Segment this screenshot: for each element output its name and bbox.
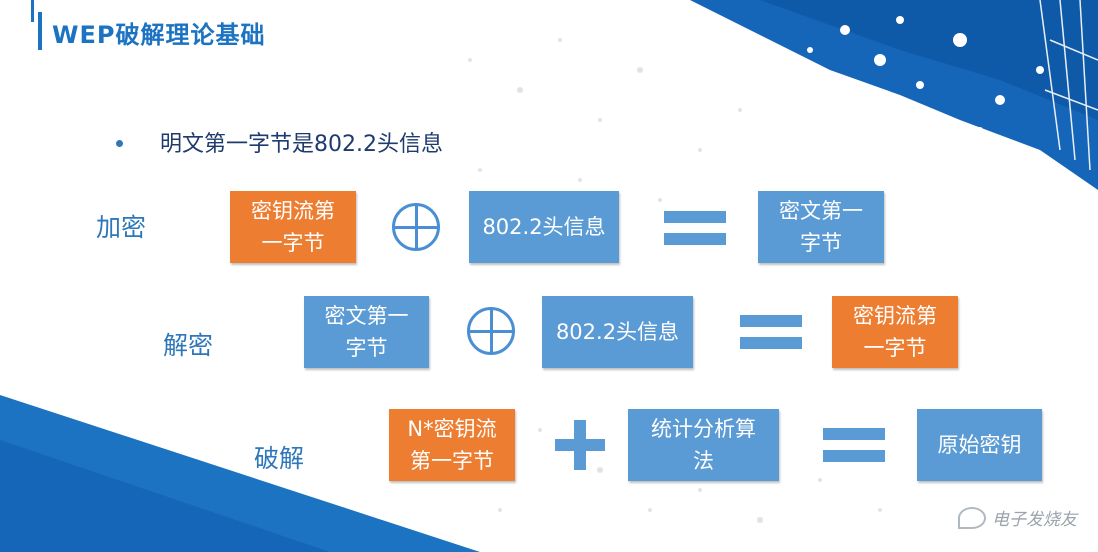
title-accent-bar <box>38 12 42 50</box>
plus-icon <box>555 420 605 470</box>
box-line: 密文第一 <box>779 199 863 223</box>
box-line: N*密钥流 <box>407 417 497 441</box>
box-line: 密钥流第 <box>853 304 937 328</box>
decrypt-ciphertext-box: 密文第一字节 <box>304 296 429 368</box>
crack-result-box: 原始密钥 <box>917 409 1042 481</box>
watermark-text: 电子发烧友 <box>992 510 1077 530</box>
crack-keystream-box: N*密钥流第一字节 <box>389 409 515 481</box>
box-line: 第一字节 <box>410 449 494 473</box>
row-label-crack: 破解 <box>254 444 305 473</box>
encrypt-header-box: 802.2头信息 <box>469 191 619 263</box>
title-accent-line <box>31 0 34 22</box>
xor-icon <box>392 203 440 251</box>
equals-icon <box>664 208 726 248</box>
box-line: 字节 <box>800 231 842 255</box>
encrypt-keystream-box: 密钥流第一字节 <box>230 191 356 263</box>
box-line: 密文第一 <box>324 304 409 328</box>
box-line: 字节 <box>345 336 388 360</box>
box-line: 一字节 <box>261 231 325 255</box>
decrypt-header-box: 802.2头信息 <box>542 296 693 368</box>
box-line: 802.2头信息 <box>555 320 680 344</box>
encrypt-ciphertext-box: 密文第一字节 <box>758 191 884 263</box>
row-label-encrypt: 加密 <box>96 213 147 242</box>
box-line: 原始密钥 <box>937 433 1022 457</box>
decrypt-keystream-box: 密钥流第一字节 <box>832 296 958 368</box>
box-line: 一字节 <box>863 336 927 360</box>
page-title: WEP破解理论基础 <box>52 21 266 49</box>
bullet-icon <box>116 140 123 147</box>
box-line: 密钥流第 <box>251 199 335 223</box>
xor-icon <box>467 307 515 355</box>
box-line: 统计分析算 <box>651 417 756 441</box>
bullet-text: 明文第一字节是802.2头信息 <box>160 132 443 157</box>
watermark-logo-icon <box>958 507 986 529</box>
crack-algorithm-box: 统计分析算法 <box>628 409 779 481</box>
equals-icon <box>823 425 885 465</box>
box-line: 法 <box>693 449 714 473</box>
box-line: 802.2头信息 <box>482 215 606 239</box>
equals-icon <box>740 312 802 352</box>
row-label-decrypt: 解密 <box>163 331 214 360</box>
